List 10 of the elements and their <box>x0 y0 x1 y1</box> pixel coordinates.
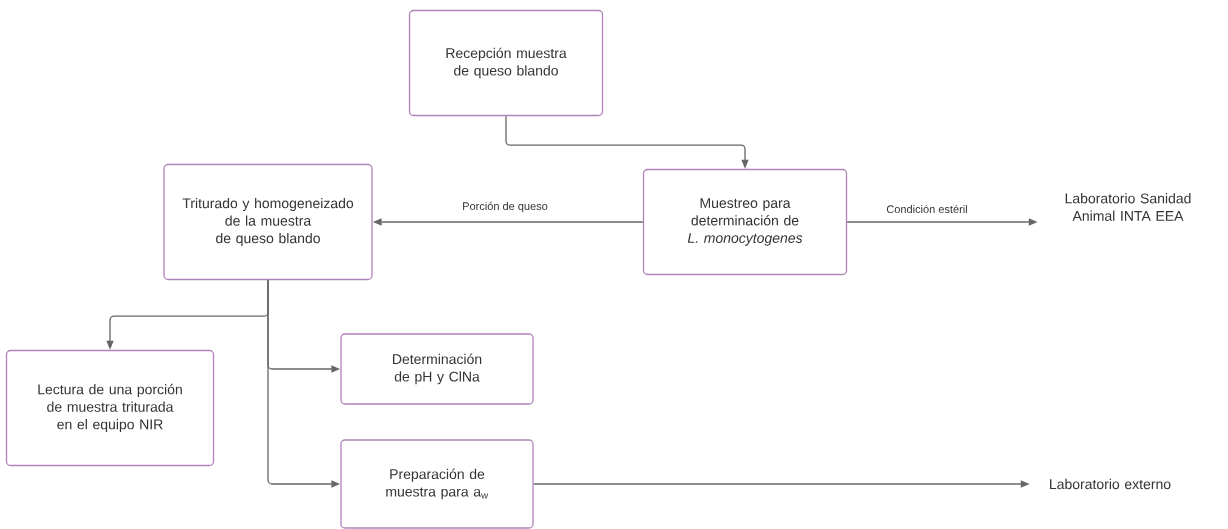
destination-label: Laboratorio Sanidad Animal INTA EEA <box>1065 193 1191 221</box>
process-box: Determinación de pH y ClNa <box>340 333 534 405</box>
edge-label: Condición estéril <box>885 203 969 215</box>
process-box: Recepción muestra de queso blando <box>408 9 604 117</box>
process-box: Lectura de una porción de muestra triturada en el equipo NIR <box>5 349 215 467</box>
process-box: Preparación de muestra para a$_{w}$ <box>340 439 534 529</box>
process-box: Muestreo para determinación de L. monocytogenes <box>642 168 848 276</box>
edge-label: Porción de queso <box>461 200 549 214</box>
destination-label: Laboratorio externo <box>1050 478 1171 490</box>
process-box: Triturado y homogeneizado de la muestra de queso blando <box>163 163 373 281</box>
